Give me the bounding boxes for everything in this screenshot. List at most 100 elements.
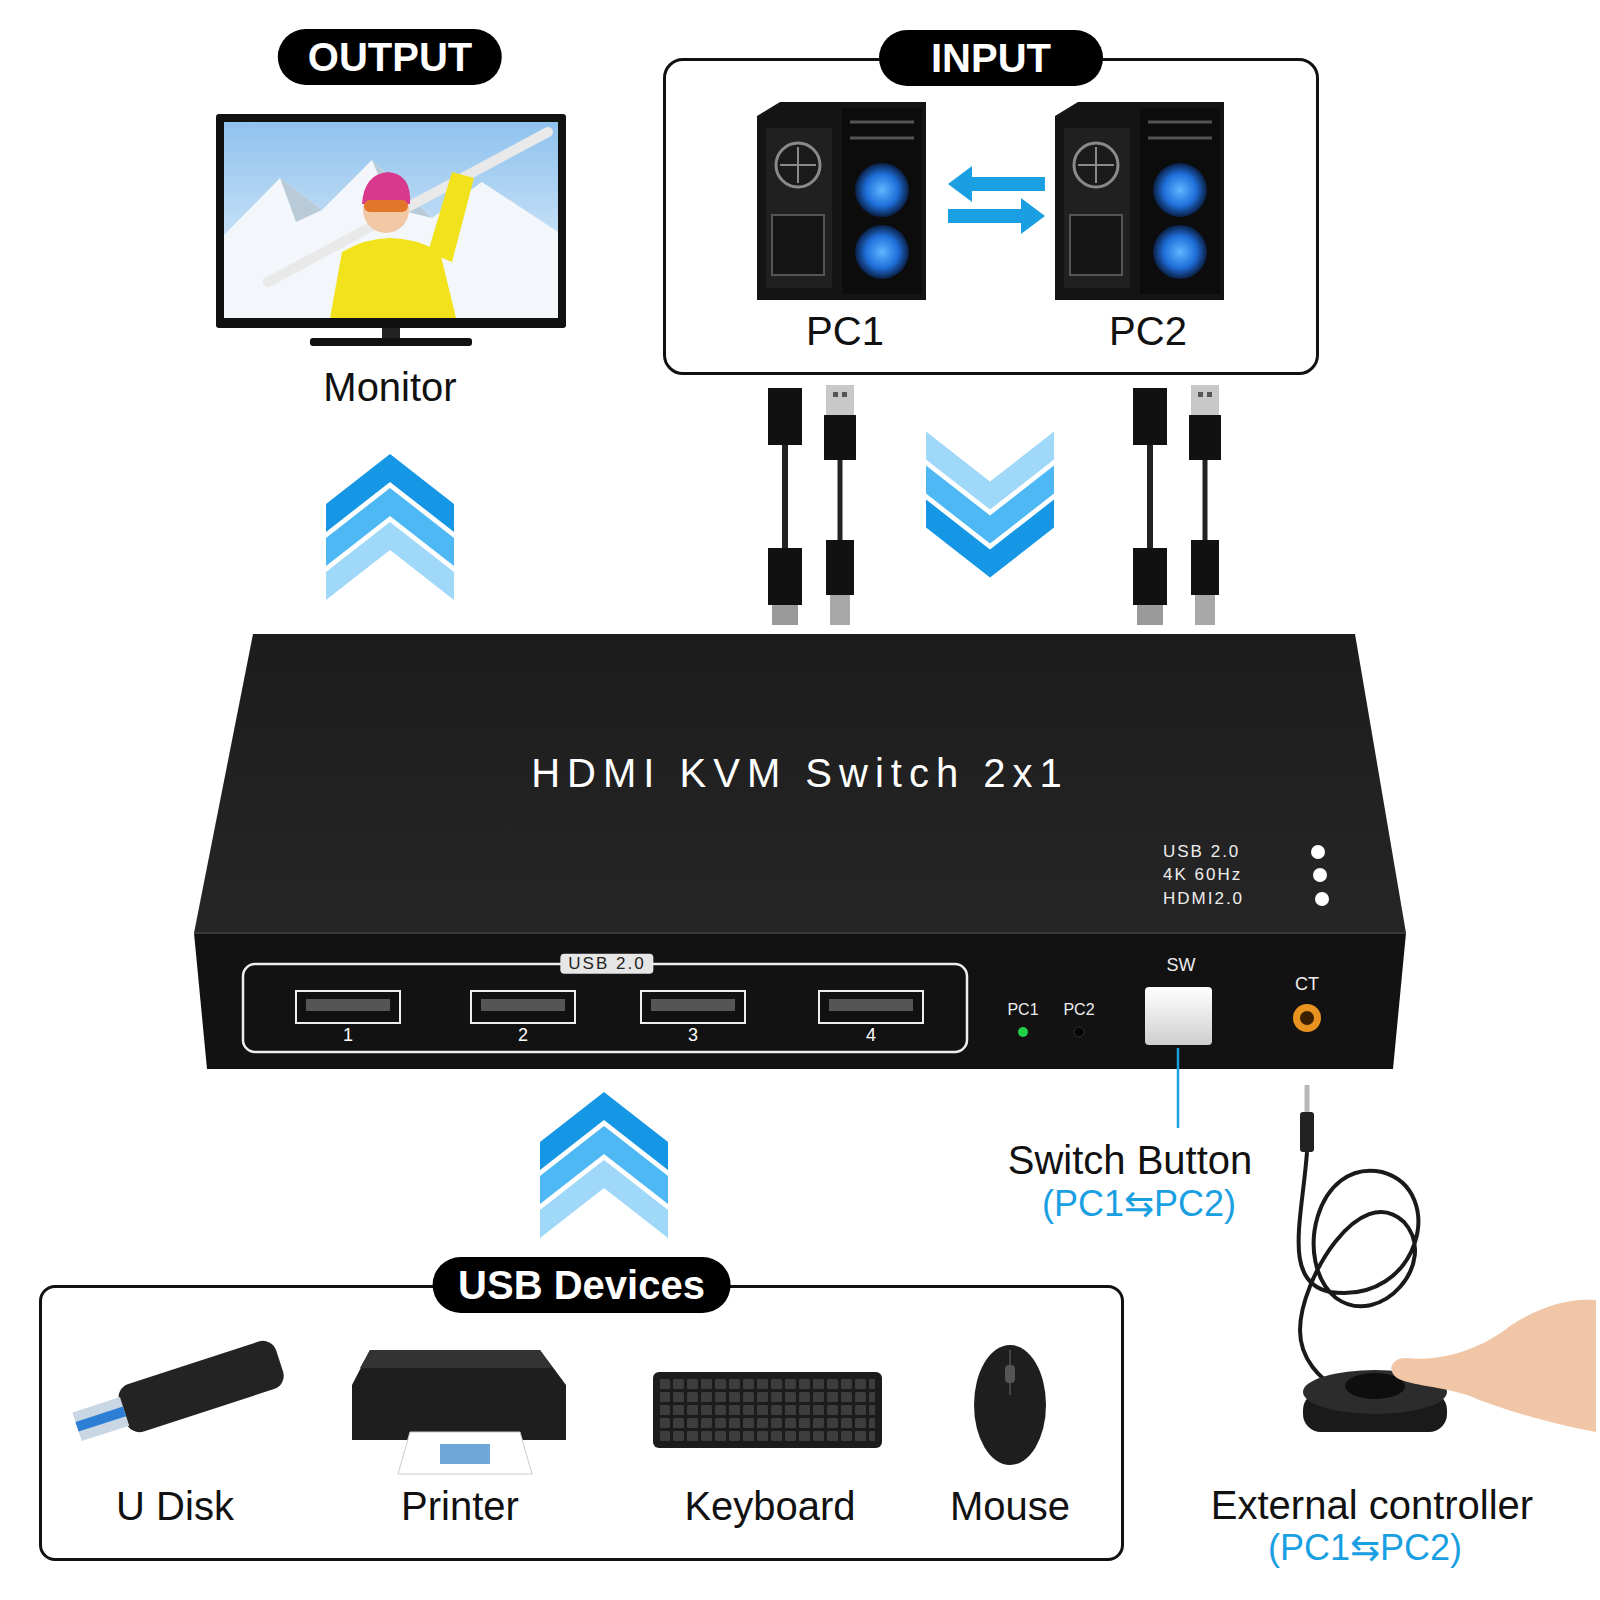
controller-cable <box>1299 1152 1419 1392</box>
port-tongue <box>306 999 390 1011</box>
device-node: Keyboard <box>640 1330 900 1530</box>
chevron <box>326 522 454 600</box>
port-frame <box>819 991 923 1023</box>
port-group-label: USB 2.0 <box>560 954 653 974</box>
snow-mountains <box>224 160 558 318</box>
port-number: 3 <box>688 1025 698 1047</box>
skier-hat <box>362 172 410 204</box>
usb-cable <box>838 460 843 540</box>
monitor-node: OUTPUTMonitor <box>205 25 575 420</box>
device-label: Keyboard <box>684 1482 855 1530</box>
ct-jack <box>1293 1004 1321 1032</box>
drive-bay <box>850 121 914 124</box>
usb-port <box>296 991 400 1023</box>
port-frame <box>471 991 575 1023</box>
hdmi-plug <box>768 388 802 445</box>
port-number: 2 <box>518 1025 528 1047</box>
usb-devices-box: USB DevicesU DiskPrinterKeyboardMouse <box>39 1285 1124 1561</box>
jack-label: CT <box>1295 974 1319 996</box>
flow-chevrons <box>326 454 454 600</box>
flow-chevrons <box>926 432 1054 578</box>
switch-front <box>194 933 1406 1069</box>
usb-port <box>819 991 923 1023</box>
callout-title: Switch Button <box>1008 1136 1253 1184</box>
blue-fan <box>855 225 909 279</box>
pc-cables <box>1133 385 1221 625</box>
chevron <box>540 1160 668 1238</box>
port-tongue <box>651 999 735 1011</box>
mouse-body <box>974 1345 1046 1465</box>
flow-chevrons <box>540 1092 668 1238</box>
usb-device-icons <box>69 1337 1046 1474</box>
u-disk-plug <box>72 1397 129 1441</box>
led-label: PC1 <box>1007 1000 1038 1019</box>
mouse-icon <box>974 1345 1046 1465</box>
arrow <box>948 166 1045 202</box>
usb-slot <box>833 392 838 397</box>
spec-text: 4K 60Hz <box>1163 865 1242 885</box>
blue-fan <box>855 163 909 217</box>
output-tag: OUTPUT <box>278 29 502 85</box>
arrow <box>948 198 1045 234</box>
usb-slot <box>842 392 847 397</box>
spec-dot <box>1315 892 1329 906</box>
callout-note: (PC1⇆PC2) <box>1042 1182 1236 1225</box>
hand <box>1391 1300 1596 1432</box>
device-node: U Disk <box>60 1330 290 1530</box>
kvm-switch-illustration <box>194 634 1406 1128</box>
switch-top <box>194 634 1406 933</box>
port-frame <box>641 991 745 1023</box>
printer-body <box>352 1350 566 1440</box>
pc-label: PC2 <box>1109 307 1187 355</box>
port-tongue <box>829 999 913 1011</box>
fan-line <box>797 147 799 183</box>
monitor-illustration <box>216 114 566 346</box>
input-group-box: INPUTPC1PC2 <box>663 58 1319 375</box>
port-frame <box>296 991 400 1023</box>
leader-line <box>1177 1048 1180 1128</box>
usb-port <box>641 991 745 1023</box>
port-group-outline <box>243 964 967 1052</box>
device-label: Printer <box>401 1482 519 1530</box>
port-tongue <box>481 999 565 1011</box>
hdmi-cable <box>782 445 788 548</box>
device-title: HDMI KVM Switch 2x1 <box>531 749 1069 797</box>
led-on <box>1018 1027 1028 1037</box>
tower-side <box>766 128 832 288</box>
tower-front <box>842 108 922 294</box>
side-vent <box>772 215 824 275</box>
usb-b-metal <box>830 595 850 625</box>
switch-edge <box>194 932 1406 934</box>
skier-arm <box>428 172 474 262</box>
usb-port <box>471 991 575 1023</box>
spec-dot <box>1311 845 1325 859</box>
monitor-base <box>310 338 472 346</box>
device-label: U Disk <box>116 1482 234 1530</box>
monitor-screen <box>224 122 558 318</box>
printed-photo <box>440 1444 490 1464</box>
mouse-wheel <box>1005 1365 1015 1383</box>
pc-tower <box>757 102 926 300</box>
pc-cables <box>768 385 856 625</box>
pc-node: PC1 <box>750 95 940 360</box>
printer-icon <box>352 1350 566 1474</box>
usb-a-metal <box>826 385 854 415</box>
monitor-frame <box>216 114 566 328</box>
device-label: Mouse <box>950 1482 1070 1530</box>
u-disk-body <box>115 1337 287 1436</box>
callout-note: (PC1⇆PC2) <box>1268 1526 1462 1569</box>
u-disk-plug-inner <box>75 1407 126 1432</box>
u-disk-icon <box>69 1337 287 1450</box>
printer-lid <box>360 1350 552 1368</box>
keyboard-keys <box>660 1378 875 1442</box>
ct-jack-hole <box>1300 1011 1314 1025</box>
pc-tower <box>1055 102 1224 300</box>
keyboard-icon <box>653 1372 882 1448</box>
pc-node: PC2 <box>1053 95 1243 360</box>
hdmi-tip <box>772 605 798 625</box>
mountain-shade <box>280 178 322 222</box>
drive-bay <box>850 137 914 140</box>
